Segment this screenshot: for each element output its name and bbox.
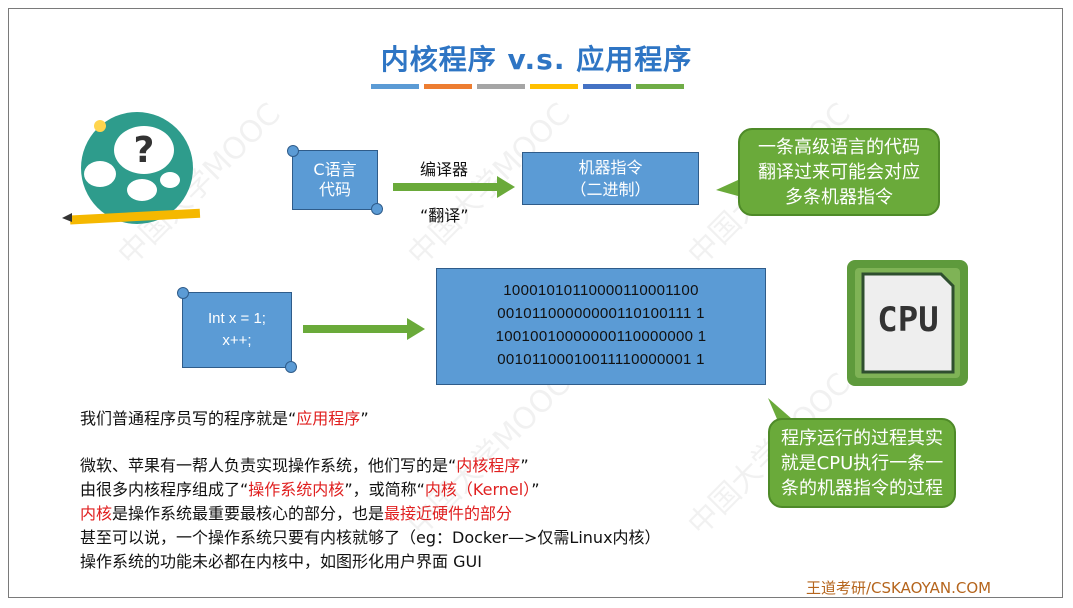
slide-title: 内核程序 v.s. 应用程序: [380, 43, 693, 76]
body-paragraph: 我们普通程序员写的程序就是“应用程序”: [80, 405, 369, 429]
body-paragraph: 操作系统的功能未必都在内核中，如图形化用户界面 GUI: [80, 552, 482, 571]
text-span: ”，或简称“: [344, 480, 425, 499]
body-paragraph: 由很多内核程序组成了“操作系统内核”，或简称“内核（Kernel）”: [80, 476, 539, 500]
code-line: x++;: [222, 332, 252, 349]
color-bar: [583, 84, 631, 89]
callout-top-text: 一条高级语言的代码翻译过来可能会对应多条机器指令: [738, 128, 940, 216]
body-paragraph: 微软、苹果有一帮人负责实现操作系统，他们写的是“内核程序”: [80, 452, 529, 476]
binary-line: 00101100000000110100111 1: [497, 305, 705, 322]
arrow-right-icon: [393, 176, 515, 198]
binary-line: 10001010110000110001100: [503, 282, 699, 299]
compiler-label: 编译器: [420, 160, 469, 179]
text-span: ”: [531, 480, 540, 499]
text-span: ”: [520, 456, 529, 475]
code-line: Int x = 1;: [208, 310, 266, 327]
cpu-label: CPU: [877, 300, 939, 340]
machine-instructions-box: 机器指令 （二进制）: [522, 152, 699, 205]
body-paragraph: 内核是操作系统最重要最核心的部分，也是最接近硬件的部分: [80, 500, 512, 524]
color-bar: [371, 84, 419, 89]
body-paragraph: 甚至可以说，一个操作系统只要有内核就够了（eg：Docker—>仅需Linux内…: [80, 528, 661, 547]
highlight-text: 内核: [80, 504, 113, 523]
binary-box: 10001010110000110001100 0010110000000011…: [436, 268, 766, 385]
svg-text:?: ?: [134, 130, 155, 171]
footer-brand: 王道考研/CSKAOYAN.COM: [806, 579, 992, 597]
highlight-text: 应用程序: [296, 409, 361, 428]
color-bar: [636, 84, 684, 89]
highlight-text: 最接近硬件的部分: [384, 504, 513, 523]
binary-line: 10010010000000110000000 1: [495, 328, 707, 345]
thinking-icon: ?: [62, 112, 201, 225]
slide-frame: [8, 8, 1063, 598]
cpu-icon: CPU: [845, 258, 970, 388]
callout-cpu-text: 程序运行的过程其实就是CPU执行一条一条的机器指令的过程: [768, 418, 956, 508]
color-bar: [477, 84, 525, 89]
text-span: 微软、苹果有一帮人负责实现操作系统，他们写的是“: [80, 456, 457, 475]
text-span: ”: [360, 409, 369, 428]
binary-line: 00101100010011110000001 1: [497, 351, 705, 368]
binary-label: （二进制）: [570, 180, 651, 199]
highlight-text: 操作系统内核: [248, 480, 345, 499]
arrow-right-icon: [303, 318, 425, 340]
title-color-bars: [371, 84, 684, 89]
text-span: 我们普通程序员写的程序就是“: [80, 409, 297, 428]
color-bar: [424, 84, 472, 89]
callout-top: [716, 180, 738, 196]
highlight-text: 内核（Kernel）: [424, 480, 532, 499]
text-span: 是操作系统最重要最核心的部分，也是: [112, 504, 385, 523]
translate-label: “翻译”: [420, 206, 469, 225]
code-scroll: Int x = 1; x++;: [177, 287, 297, 373]
text-span: 由很多内核程序组成了“: [80, 480, 249, 499]
color-bar: [530, 84, 578, 89]
highlight-text: 内核程序: [456, 456, 521, 475]
c-code-scroll: C语言 代码: [287, 145, 383, 215]
machine-instructions-label: 机器指令: [578, 158, 643, 177]
